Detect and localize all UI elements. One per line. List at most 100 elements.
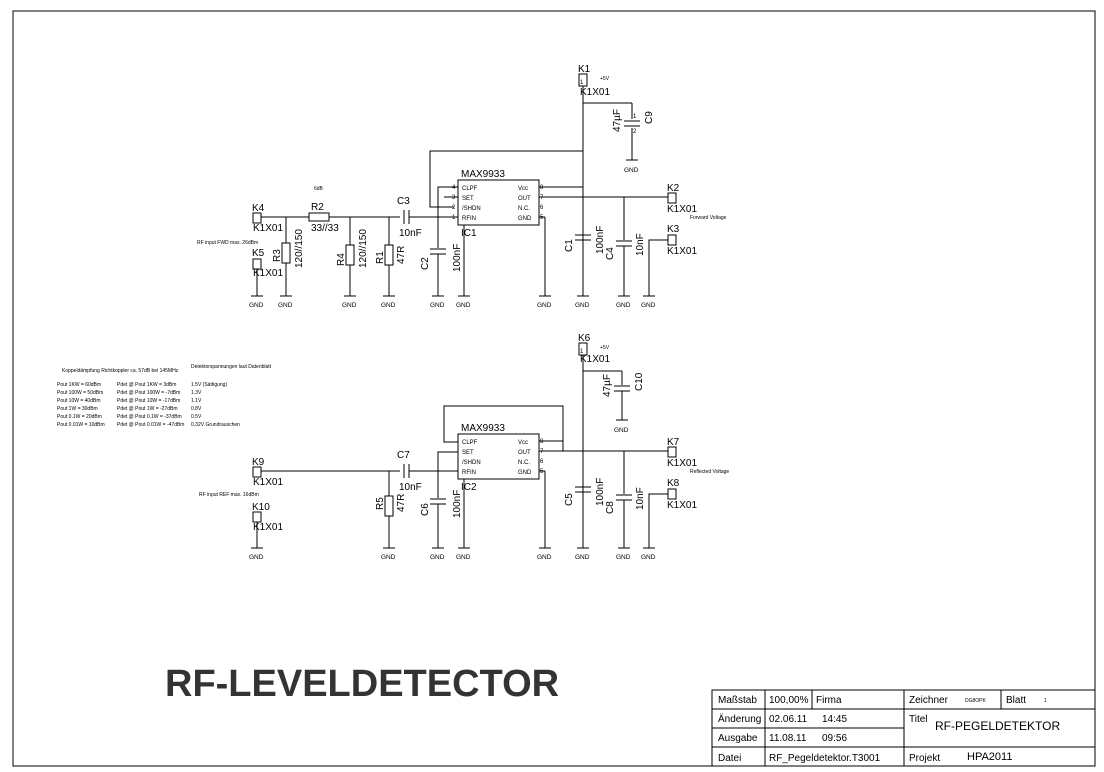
svg-text:1.5V (Sättigung): 1.5V (Sättigung)	[191, 382, 227, 388]
svg-text:R2: R2	[311, 202, 324, 213]
svg-text:GND: GND	[249, 302, 264, 309]
svg-text:7: 7	[540, 449, 544, 455]
svg-text:Pdet @ Pout 0.1W = -37dBm: Pdet @ Pout 0.1W = -37dBm	[117, 414, 182, 420]
capacitor-c1: C1 100nF	[564, 226, 606, 254]
svg-text:100nF: 100nF	[595, 478, 606, 506]
svg-text:IC1: IC1	[461, 228, 477, 239]
svg-text:100nF: 100nF	[452, 244, 463, 272]
svg-text:2: 2	[452, 205, 456, 211]
svg-text:2: 2	[633, 129, 637, 135]
svg-text:GND: GND	[249, 554, 264, 561]
capacitor-c9: 1 2 C9 47µF	[612, 109, 655, 135]
svg-text:8: 8	[540, 439, 544, 445]
svg-text:GND: GND	[614, 427, 629, 434]
svg-text:SET: SET	[462, 450, 474, 456]
svg-text:1.1V: 1.1V	[191, 398, 202, 404]
svg-text:C6: C6	[420, 503, 431, 516]
svg-text:GND: GND	[641, 554, 656, 561]
svg-text:10nF: 10nF	[635, 233, 646, 256]
connector-k3: K3 K1X01 GND	[641, 224, 697, 309]
svg-text:5: 5	[540, 469, 544, 475]
svg-text:C2: C2	[420, 257, 431, 270]
svg-text:/SHDN: /SHDN	[462, 206, 481, 212]
connector-k4: K4 K1X01 RF input FWD max. 26dBm	[197, 203, 283, 246]
capacitor-c6: C6 100nF	[420, 490, 463, 518]
svg-text:RFIN: RFIN	[462, 216, 476, 222]
svg-text:GND: GND	[624, 167, 639, 174]
svg-text:47µF: 47µF	[612, 109, 623, 132]
svg-text:K1X01: K1X01	[253, 223, 283, 234]
svg-text:6dB: 6dB	[314, 186, 324, 192]
svg-text:Änderung: Änderung	[718, 713, 761, 725]
svg-text:Pout 100W = 50dBm: Pout 100W = 50dBm	[57, 390, 103, 396]
svg-text:GND: GND	[616, 554, 631, 561]
svg-text:K8: K8	[667, 478, 680, 489]
svg-text:7: 7	[540, 195, 544, 201]
svg-text:1: 1	[633, 114, 637, 120]
svg-text:Maßstab: Maßstab	[718, 695, 757, 706]
svg-text:MAX9933: MAX9933	[461, 169, 505, 180]
svg-text:OUT: OUT	[518, 450, 531, 456]
connector-k5: K5 K1X01 GND	[249, 248, 283, 309]
svg-text:Pout 1W = 30dBm: Pout 1W = 30dBm	[57, 406, 98, 412]
svg-text:C9: C9	[644, 111, 655, 124]
svg-text:DG8OPK: DG8OPK	[965, 698, 987, 704]
svg-text:K1X01: K1X01	[667, 500, 697, 511]
svg-text:GND: GND	[278, 302, 293, 309]
coupling-notes: Koppeldämpfung Richtkoppler ca. 57dB bei…	[57, 364, 272, 428]
svg-text:8: 8	[540, 185, 544, 191]
svg-text:K6: K6	[578, 333, 591, 344]
k1-label: K1	[578, 64, 591, 75]
capacitor-c5: C5 100nF	[564, 478, 606, 506]
svg-text:R5: R5	[375, 497, 386, 510]
k1-type: K1X01	[580, 87, 610, 98]
svg-text:GND: GND	[616, 302, 631, 309]
svg-text:K1X01: K1X01	[580, 354, 610, 365]
svg-text:1: 1	[452, 215, 456, 221]
svg-text:47R: 47R	[396, 494, 407, 512]
resistor-r5: R5 47R	[375, 494, 407, 517]
svg-text:Reflected Voltage: Reflected Voltage	[690, 469, 729, 475]
resistor-r1: R1 47R	[375, 244, 407, 266]
svg-text:120//150: 120//150	[358, 229, 369, 268]
svg-text:RF input REF max. 16dBm: RF input REF max. 16dBm	[199, 492, 259, 498]
svg-text:K3: K3	[667, 224, 680, 235]
svg-text:Koppeldämpfung Richtkoppler ca: Koppeldämpfung Richtkoppler ca. 57dB bei…	[62, 368, 179, 374]
svg-text:Titel: Titel	[909, 714, 928, 725]
svg-text:R1: R1	[375, 251, 386, 264]
svg-text:OUT: OUT	[518, 196, 531, 202]
svg-text:Zeichner: Zeichner	[909, 695, 949, 706]
svg-text:47µF: 47µF	[602, 374, 613, 397]
svg-text:/SHDN: /SHDN	[462, 460, 481, 466]
svg-text:10nF: 10nF	[399, 482, 422, 493]
svg-text:Vcc: Vcc	[518, 440, 528, 446]
svg-text:K5: K5	[252, 248, 265, 259]
svg-text:IC2: IC2	[461, 482, 477, 493]
svg-text:GND: GND	[641, 302, 656, 309]
svg-text:Pdet @ Pout 0.01W = -47dBm: Pdet @ Pout 0.01W = -47dBm	[117, 422, 184, 428]
svg-text:RFIN: RFIN	[462, 470, 476, 476]
svg-text:+5V: +5V	[600, 345, 610, 351]
svg-text:RF input FWD max. 26dBm: RF input FWD max. 26dBm	[197, 240, 258, 246]
svg-text:GND: GND	[381, 302, 396, 309]
k1-plus5v: +5V	[600, 76, 610, 82]
bottom-circuit: K6 1 K1X01 +5V C10 47µF GND MAX9933 CLPF…	[199, 333, 729, 561]
svg-text:HPA2011: HPA2011	[967, 751, 1012, 763]
svg-text:11.08.11: 11.08.11	[769, 733, 807, 744]
svg-text:0.5V: 0.5V	[191, 414, 202, 420]
svg-text:K1X01: K1X01	[253, 477, 283, 488]
capacitor-c2: C2 100nF	[420, 244, 463, 272]
capacitor-c4: C4 10nF	[605, 233, 646, 260]
svg-text:Datei: Datei	[718, 753, 741, 764]
svg-text:4: 4	[452, 185, 456, 191]
svg-text:120//150: 120//150	[294, 229, 305, 268]
connector-k10: K10 K1X01 GND	[249, 502, 283, 561]
svg-text:K9: K9	[252, 457, 265, 468]
svg-text:100nF: 100nF	[452, 490, 463, 518]
svg-text:GND: GND	[342, 302, 357, 309]
svg-text:Ausgabe: Ausgabe	[718, 733, 758, 744]
svg-text:0.8V: 0.8V	[191, 406, 202, 412]
svg-text:33//33: 33//33	[311, 223, 339, 234]
capacitor-c8: C8 10nF	[605, 487, 646, 514]
resistor-r2: 6dB R2 33//33	[308, 186, 339, 234]
